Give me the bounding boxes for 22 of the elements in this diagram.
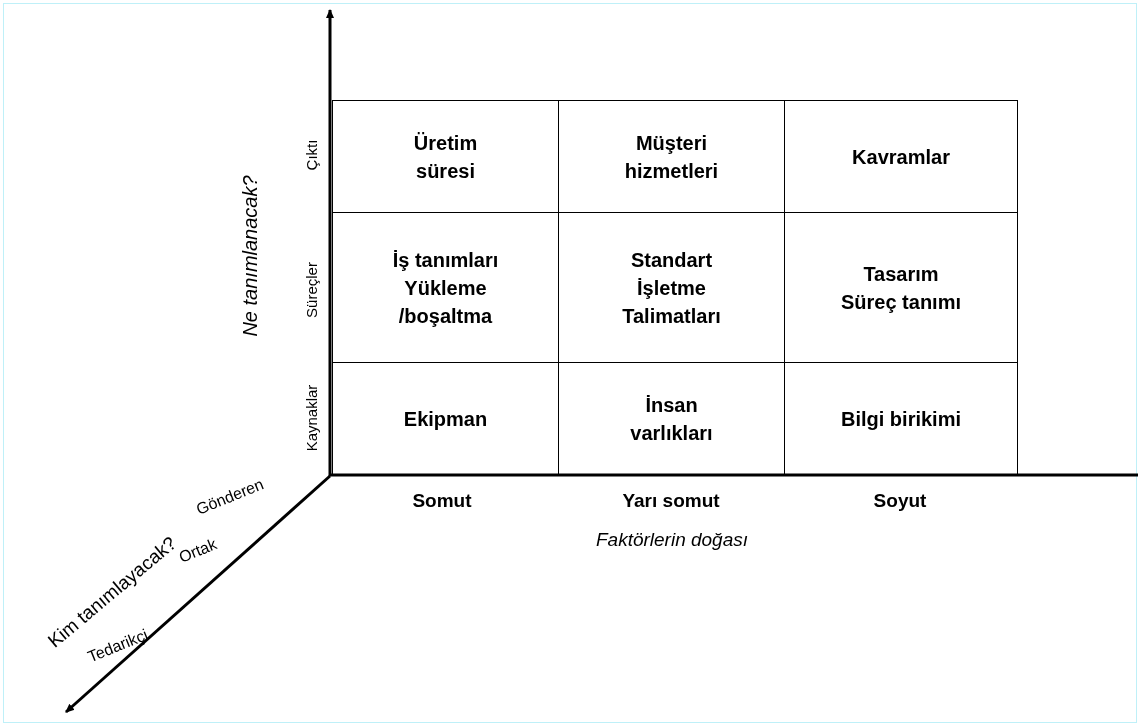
cell-text: Süreç tanımı: [840, 289, 961, 315]
axis-label: Yarı somut: [622, 490, 720, 510]
cell-text: Standart İşletme Talimatları: [621, 247, 722, 329]
cell-text: Kavramlar: [852, 144, 950, 170]
axis-label: Somut: [412, 490, 472, 510]
matrix-cell: [784, 100, 1018, 213]
cell-text: Müşteri hizmetleri: [623, 130, 720, 184]
rotated-axis-label: Ne tanımlanacak?: [240, 175, 260, 337]
axis-label: Soyut: [873, 490, 927, 510]
matrix-cell: [332, 100, 559, 213]
cell-text: Ekipman: [403, 406, 488, 432]
axis-label: Faktörlerin doğası: [595, 529, 749, 549]
cell-text: Tasarım: [863, 261, 939, 287]
rotated-axis-label: Kaynaklar: [303, 384, 319, 452]
cell-text: İnsan varlıkları: [629, 392, 714, 446]
rotated-axis-label: Çıktı: [303, 139, 319, 171]
cell-text: Üretim süresi: [412, 130, 479, 184]
cell-text: Bilgi birikimi: [841, 406, 961, 432]
cell-text: Yükleme /boşaltma: [397, 275, 494, 329]
rotated-axis-label: Ortak: [176, 536, 220, 566]
rotated-axis-label: Süreçler: [303, 262, 319, 318]
cell-text: İş tanımları: [392, 247, 499, 273]
